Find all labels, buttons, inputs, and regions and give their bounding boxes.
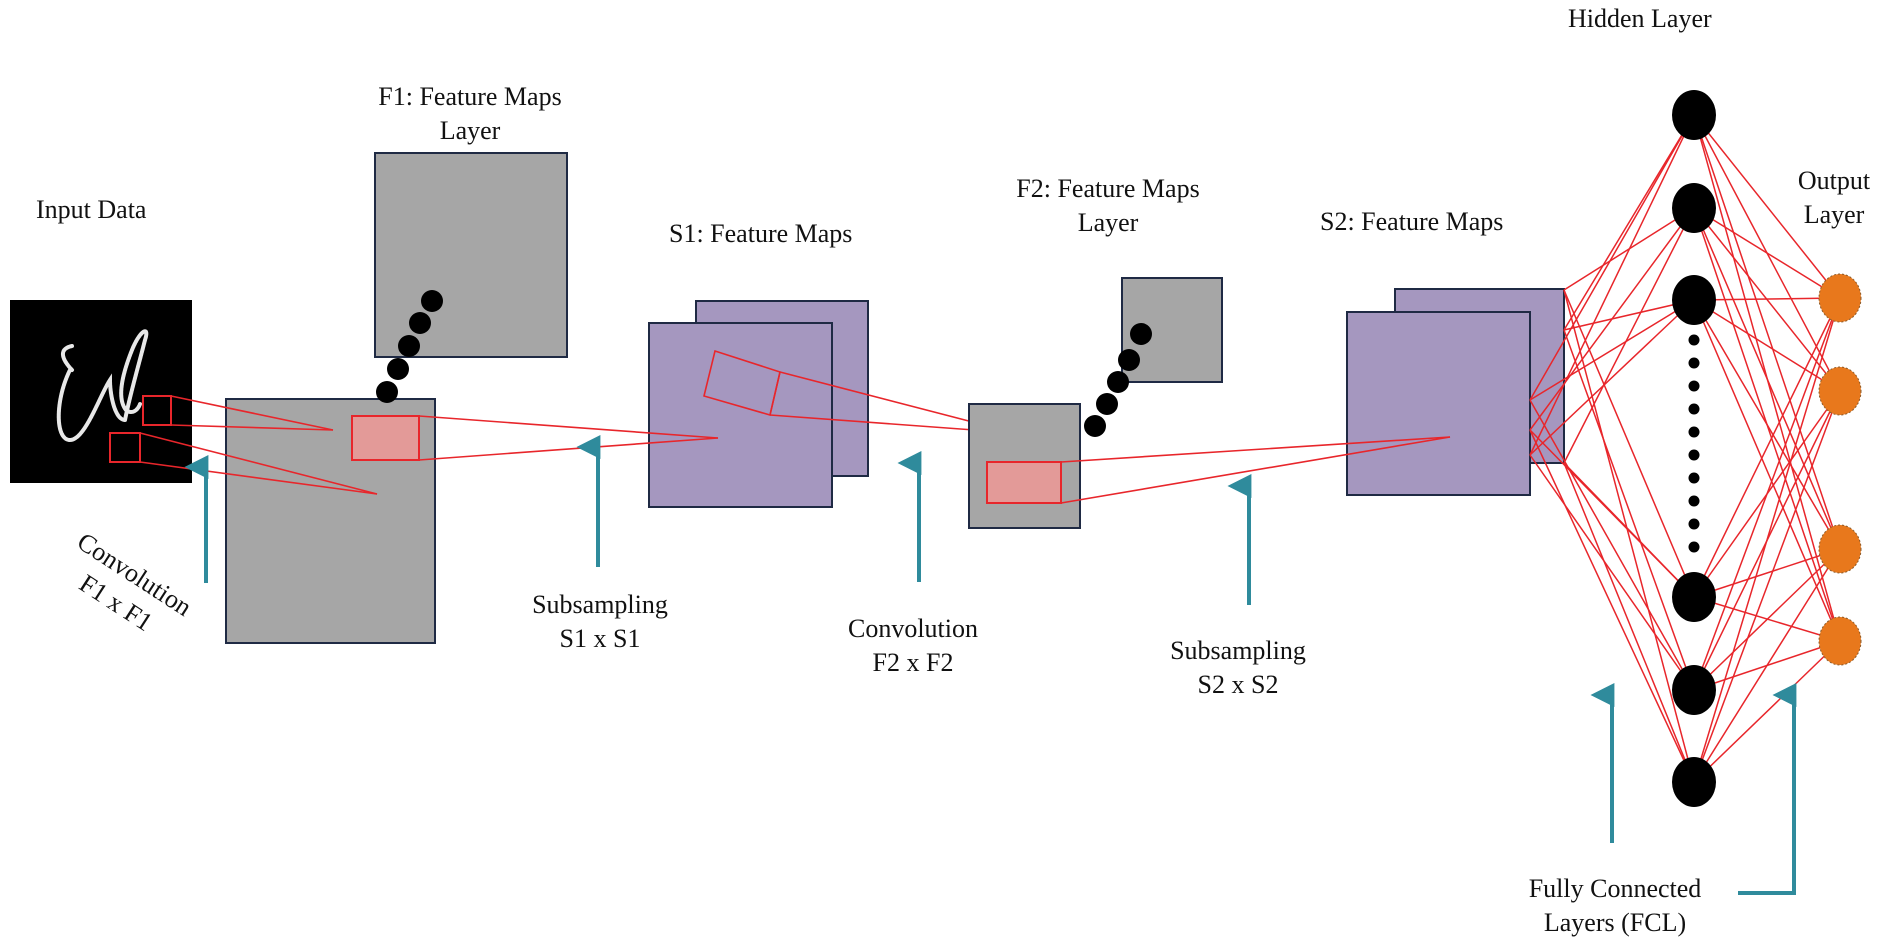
output-node: [1818, 273, 1862, 323]
label-output-line2: Layer: [1803, 200, 1865, 229]
label-sub1-line2: S1 x S1: [559, 624, 641, 653]
hidden-output-connection: [1693, 297, 1841, 598]
label-fcl-line2: Layers (FCL): [1543, 908, 1687, 937]
ellipsis-dot: [1688, 449, 1700, 461]
hidden-node: [1672, 665, 1716, 715]
label-conv2-line1: Convolution: [847, 614, 978, 643]
label-sub2-line2: S2 x S2: [1197, 670, 1279, 699]
f1-stack-dots: [376, 290, 443, 403]
label-sub2: Subsampling S2 x S2: [1138, 634, 1338, 702]
label-sub1: Subsampling S1 x S1: [500, 588, 700, 656]
hidden-ellipsis: [1688, 334, 1700, 553]
s2-hidden-connection: [1563, 462, 1695, 783]
hidden-output-connection: [1693, 548, 1841, 783]
ellipsis-dot: [1688, 334, 1700, 346]
s2-hidden-connection: [1563, 289, 1695, 783]
f1-receptive-field: [351, 415, 420, 461]
ellipsis-dot: [1688, 472, 1700, 484]
f2-receptive-field: [986, 461, 1062, 504]
s2-hidden-connection: [1563, 462, 1695, 598]
label-f2-line1: F2: Feature Maps: [1016, 174, 1200, 203]
ellipsis-dot: [1688, 403, 1700, 415]
output-node: [1818, 366, 1862, 416]
hidden-output-connection: [1693, 297, 1841, 691]
label-fcl: Fully Connected Layers (FCL): [1490, 872, 1740, 940]
label-fcl-line1: Fully Connected: [1528, 874, 1702, 903]
hidden-output-connection: [1693, 299, 1841, 392]
label-s1: S1: Feature Maps: [669, 219, 853, 248]
label-f1-line1: F1: Feature Maps: [378, 82, 562, 111]
s2-hidden-connection: [1563, 207, 1695, 291]
label-sub1-line1: Subsampling: [532, 590, 668, 619]
s2-hidden-connection: [1563, 299, 1695, 331]
ellipsis-dot: [1688, 426, 1700, 438]
s2-hidden-connection: [1529, 399, 1695, 691]
hidden-node: [1672, 572, 1716, 622]
hidden-layer-nodes: [1672, 90, 1716, 807]
output-node: [1818, 524, 1862, 574]
label-sub2-line1: Subsampling: [1170, 636, 1306, 665]
s2-hidden-connection: [1529, 299, 1695, 456]
hidden-output-connection: [1693, 299, 1841, 550]
hidden-output-connection: [1693, 299, 1841, 642]
label-f1: F1: Feature Maps Layer: [370, 80, 570, 148]
label-output-line1: Output: [1797, 166, 1871, 195]
hidden-output-connection: [1693, 390, 1841, 783]
s2-hidden-connection: [1529, 429, 1695, 783]
f2-stack-dots: [1084, 323, 1152, 437]
hidden-node: [1672, 90, 1716, 140]
label-f2-line2: Layer: [1077, 208, 1139, 237]
label-f2: F2: Feature Maps Layer: [998, 172, 1218, 240]
label-hidden-layer: Hidden Layer: [1568, 4, 1712, 33]
hidden-node: [1672, 183, 1716, 233]
label-conv2: Convolution F2 x F2: [813, 612, 1013, 680]
s2-hidden-connection: [1563, 114, 1695, 331]
receptive-field-lines-3: [1060, 436, 1451, 504]
arrow-fcl-output: [1738, 683, 1797, 895]
s2-hidden-connection: [1529, 114, 1695, 456]
receptive-field-lines-2: [418, 349, 1016, 461]
ellipsis-dot: [1688, 518, 1700, 530]
s2-hidden-connection: [1563, 289, 1695, 598]
hidden-output-connection: [1693, 640, 1841, 783]
hidden-output-connection: [1693, 548, 1841, 598]
label-f1-line2: Layer: [439, 116, 501, 145]
process-arrows: [184, 435, 1797, 895]
s2-hidden-connection: [1563, 329, 1695, 691]
hidden-output-connection: [1693, 207, 1841, 299]
ellipsis-dot: [1688, 541, 1700, 553]
s2-hidden-connection: [1563, 207, 1695, 464]
receptive-field-lines-1: [139, 395, 378, 495]
hidden-output-connection: [1693, 297, 1841, 783]
s2-hidden-connection: [1529, 114, 1695, 401]
hidden-output-connection: [1693, 114, 1841, 550]
output-node: [1818, 616, 1862, 666]
ellipsis-dot: [1688, 357, 1700, 369]
s2-feature-map-front: [1346, 311, 1531, 496]
hidden-output-connection: [1693, 297, 1841, 301]
hidden-node: [1672, 275, 1716, 325]
label-output-layer: Output Layer: [1784, 164, 1884, 232]
ellipsis-dot: [1688, 380, 1700, 392]
hidden-node: [1672, 757, 1716, 807]
output-layer-nodes: [1818, 273, 1862, 666]
s2-hidden-connection: [1529, 299, 1695, 401]
s1-feature-map-front: [648, 322, 833, 508]
label-s2: S2: Feature Maps: [1320, 207, 1504, 236]
hidden-output-connection: [1693, 207, 1841, 550]
label-conv2-line2: F2 x F2: [872, 648, 954, 677]
f1-feature-map-back: [374, 152, 568, 358]
hidden-output-connection: [1693, 114, 1841, 299]
fc-connections: [1529, 114, 1841, 783]
hidden-output-connection: [1693, 548, 1841, 691]
s2-hidden-connection: [1529, 454, 1695, 691]
label-input-data: Input Data: [36, 195, 147, 224]
ellipsis-dot: [1688, 495, 1700, 507]
input-image: [10, 300, 192, 483]
